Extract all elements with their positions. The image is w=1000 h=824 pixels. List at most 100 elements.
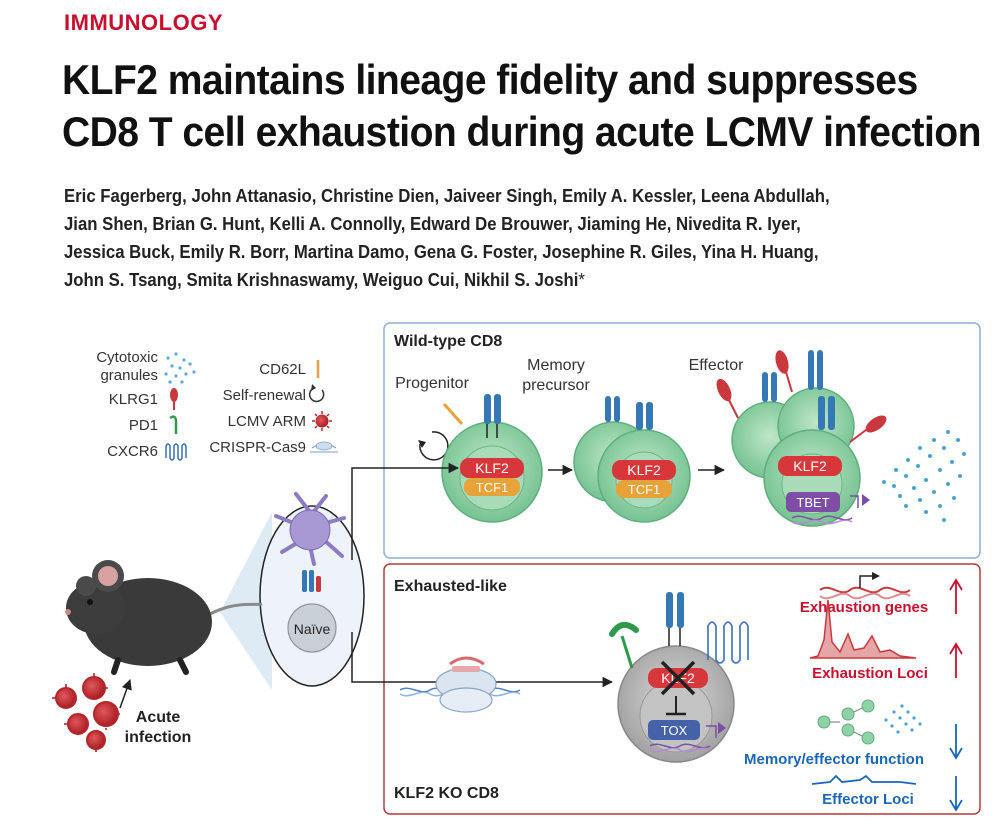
title-line-1: KLF2 maintains lineage fidelity and supp… bbox=[62, 56, 918, 103]
effector-loci-indicator: Effector Loci bbox=[811, 774, 963, 812]
dna-strand-icon bbox=[649, 743, 711, 749]
tbet-label: TBET bbox=[796, 495, 829, 510]
exhaustion-genes-indicator: Exhaustion genes bbox=[800, 572, 963, 616]
tcr-receptor bbox=[302, 570, 321, 592]
legend-crispr: CRISPR-Cas9 bbox=[209, 439, 306, 456]
legend-lcmv: LCMV ARM bbox=[228, 413, 306, 430]
wild-type-panel: Wild-type CD8 Progenitor Memory precurso… bbox=[383, 322, 981, 559]
tcr-receptor bbox=[484, 394, 501, 438]
up-arrow-icon bbox=[949, 642, 963, 678]
author-line-4: John S. Tsang, Smita Krishnaswamy, Weigu… bbox=[64, 270, 579, 290]
klrg1-icon bbox=[170, 388, 178, 410]
legend-self-renewal: Self-renewal bbox=[223, 387, 306, 404]
exhausted-box bbox=[383, 563, 981, 815]
klf2-label: KLF2 bbox=[475, 460, 509, 476]
progenitor-cell: KLF2 TCF1 bbox=[418, 394, 543, 523]
author-line-4-wrap: John S. Tsang, Smita Krishnaswamy, Weigu… bbox=[64, 266, 901, 294]
infection-arrow bbox=[119, 679, 132, 709]
crispr-icon bbox=[310, 441, 338, 453]
tox-badge bbox=[648, 720, 700, 740]
tcf1-label-2: TCF1 bbox=[628, 482, 661, 497]
acute-label-line1: Acute bbox=[136, 709, 181, 726]
author-line-2: Jian Shen, Brian G. Hunt, Kelli A. Conno… bbox=[64, 214, 801, 234]
memory-label-line2: precursor bbox=[522, 377, 590, 394]
progenitor-label: Progenitor bbox=[395, 375, 469, 392]
wild-type-branch-arrow bbox=[351, 462, 460, 560]
klf2-badge bbox=[612, 460, 676, 480]
up-arrow-icon bbox=[949, 578, 963, 614]
down-arrow-icon bbox=[949, 724, 963, 760]
ko-branch-arrow bbox=[351, 632, 614, 688]
exhausted-title: Exhausted-like bbox=[394, 578, 507, 595]
down-arrow-icon bbox=[949, 776, 963, 812]
exhausted-cell: KLF2 TOX bbox=[609, 592, 749, 763]
tox-label: TOX bbox=[661, 723, 688, 738]
cell-division-icon bbox=[817, 699, 875, 745]
legend-cytotoxic-line2: granules bbox=[100, 367, 158, 384]
tcf1-badge bbox=[464, 478, 520, 496]
tcr-receptor bbox=[762, 350, 835, 430]
naive-cell-bubble: Naïve bbox=[259, 492, 365, 687]
dendritic-cell-icon bbox=[274, 492, 346, 566]
klrg1-marker bbox=[716, 350, 887, 443]
article-title: KLF2 maintains lineage fidelity and supp… bbox=[62, 54, 981, 158]
ko-label: KLF2 KO CD8 bbox=[394, 785, 499, 802]
title-line-2: CD8 T cell exhaustion during acute LCMV … bbox=[62, 108, 981, 155]
pd1-icon bbox=[169, 415, 178, 434]
cytotoxic-granules-icon bbox=[884, 704, 922, 734]
memory-effector-label: Memory/effector function bbox=[744, 751, 924, 768]
loci-track-icon bbox=[811, 774, 917, 785]
effector-label: Effector bbox=[689, 357, 745, 374]
cxcr6-marker bbox=[707, 621, 749, 664]
author-line-3: Jessica Buck, Emily R. Borr, Martina Dam… bbox=[64, 242, 819, 262]
klf2-label-2: KLF2 bbox=[627, 462, 661, 478]
loci-track-icon bbox=[809, 599, 917, 659]
memory-label-line1: Memory bbox=[527, 357, 585, 374]
tcf1-badge bbox=[616, 480, 672, 498]
magnify-cone bbox=[220, 512, 272, 690]
virus-icon bbox=[312, 411, 332, 431]
self-renewal-icon bbox=[308, 384, 325, 403]
exhaustion-loci-indicator: Exhaustion Loci bbox=[809, 599, 963, 682]
exhausted-panel: Exhausted-like KLF2 KO CD8 KLF2 bbox=[383, 563, 981, 815]
tbet-badge bbox=[786, 492, 840, 512]
mouse-illustration bbox=[65, 560, 263, 675]
memory-effector-indicator: Memory/effector function bbox=[744, 699, 963, 768]
legend-cytotoxic-line1: Cytotoxic bbox=[96, 349, 158, 366]
cxcr6-icon bbox=[165, 443, 187, 461]
crispr-complex-icon bbox=[399, 656, 521, 713]
virus-cluster-icon bbox=[52, 673, 120, 752]
author-list: Eric Fagerberg, John Attanasio, Christin… bbox=[64, 182, 901, 294]
author-line-1: Eric Fagerberg, John Attanasio, Christin… bbox=[64, 186, 830, 206]
exhaustion-genes-label: Exhaustion genes bbox=[800, 599, 928, 616]
tcr-receptor bbox=[666, 592, 684, 646]
naive-label: Naïve bbox=[294, 621, 331, 637]
section-label: IMMUNOLOGY bbox=[64, 10, 223, 35]
cytotoxic-granules-icon bbox=[882, 430, 966, 522]
corresponding-mark: * bbox=[578, 270, 585, 290]
legend-cd62l: CD62L bbox=[259, 361, 306, 378]
memory-precursor-cells: KLF2 TCF1 bbox=[573, 396, 691, 523]
acute-label-line2: infection bbox=[125, 729, 192, 746]
klf2-badge bbox=[460, 458, 524, 478]
wild-type-title: Wild-type CD8 bbox=[394, 333, 502, 350]
legend: Cytotoxic granules KLRG1 PD1 CXCR6 CD62L… bbox=[96, 349, 338, 461]
pd1-marker bbox=[609, 621, 639, 669]
tcr-receptor bbox=[605, 396, 653, 430]
cytotoxic-granules-icon bbox=[164, 352, 196, 384]
legend-pd1: PD1 bbox=[129, 417, 158, 434]
knockout-x-icon bbox=[660, 660, 696, 696]
klf2-badge bbox=[778, 456, 842, 476]
wild-type-box bbox=[383, 322, 981, 559]
klf2-label-3: KLF2 bbox=[793, 458, 827, 474]
cd62l-marker bbox=[442, 402, 464, 426]
legend-klrg1: KLRG1 bbox=[109, 391, 158, 408]
exhaustion-loci-label: Exhaustion Loci bbox=[812, 665, 928, 682]
legend-cxcr6: CXCR6 bbox=[107, 443, 158, 460]
dna-strand-icon bbox=[791, 515, 853, 521]
tcf1-label: TCF1 bbox=[476, 480, 509, 495]
self-renewal-arrow-icon bbox=[419, 431, 449, 461]
graphical-abstract: Cytotoxic granules KLRG1 PD1 CXCR6 CD62L… bbox=[52, 322, 981, 815]
effector-loci-label: Effector Loci bbox=[822, 791, 914, 808]
effector-cells: KLF2 TBET bbox=[716, 350, 887, 527]
